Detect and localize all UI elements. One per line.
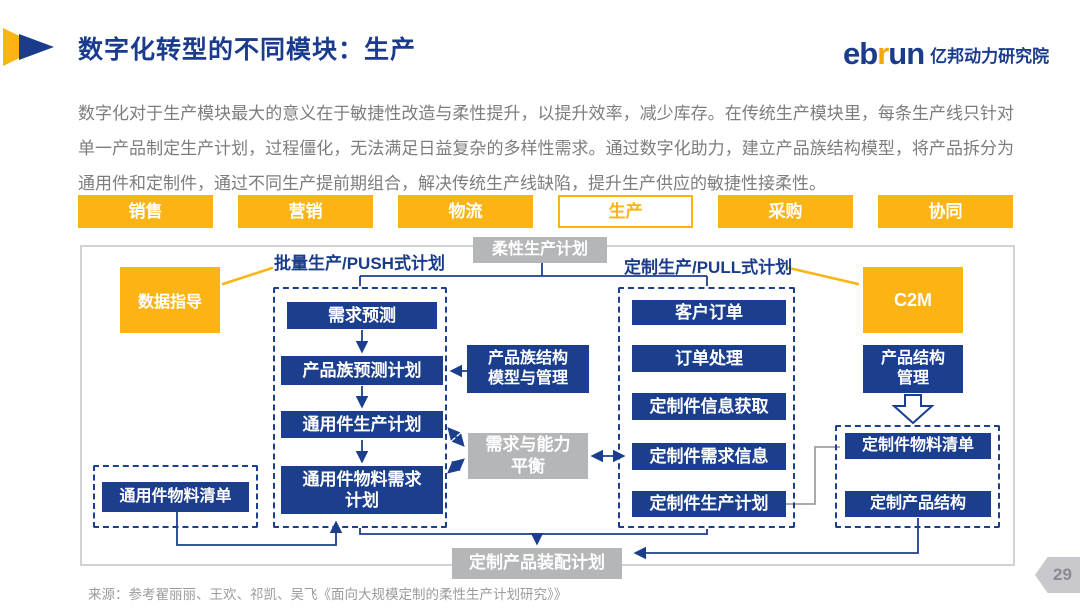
- tab-logistics[interactable]: 物流: [398, 195, 533, 228]
- tab-collaboration[interactable]: 协同: [878, 195, 1013, 228]
- pull-column-panel: [618, 287, 795, 528]
- custom-bom-panel: [835, 425, 1000, 528]
- data-guide-box: 数据指导: [120, 267, 220, 333]
- tab-procurement[interactable]: 采购: [718, 195, 853, 228]
- box-common-parts-material-plan: 通用件物料需求 计划: [281, 466, 443, 514]
- title-arrow-icon: [3, 28, 54, 66]
- tab-marketing[interactable]: 营销: [238, 195, 373, 228]
- pull-plan-header: 定制生产/PULL式计划: [624, 258, 793, 277]
- box-custom-product-assembly-plan: 定制产品装配计划: [452, 548, 622, 579]
- page-title: 数字化转型的不同模块：生产: [78, 36, 417, 64]
- box-custom-parts-demand-info: 定制件需求信息: [632, 443, 786, 470]
- push-column-panel: [273, 287, 447, 528]
- box-custom-product-structure: 定制产品结构: [845, 491, 991, 517]
- push-plan-header: 批量生产/PUSH式计划: [274, 254, 445, 273]
- flexible-production-plan-box: 柔性生产计划: [473, 237, 607, 263]
- box-customer-order: 客户订单: [632, 300, 786, 325]
- box-custom-parts-bom: 定制件物料清单: [845, 433, 991, 459]
- box-demand-forecast: 需求预测: [287, 302, 437, 329]
- c2m-box: C2M: [863, 267, 963, 333]
- tab-sales[interactable]: 销售: [78, 195, 213, 228]
- logo-cn-name: 亿邦动力研究院: [930, 46, 1050, 66]
- source-note: 来源：参考翟丽丽、王欢、祁凯、吴飞《面向大规模定制的柔性生产计划研究》》: [88, 587, 568, 602]
- ebrun-logo: ebrun 亿邦动力研究院: [843, 36, 1049, 72]
- box-product-family-forecast-plan: 产品族预测计划: [281, 356, 443, 385]
- page-number-tag: 29: [1035, 557, 1080, 593]
- box-demand-capacity-balance: 需求与能力 平衡: [468, 433, 588, 479]
- intro-paragraph: 数字化对于生产模块最大的意义在于敏捷性改造与柔性提升，以提升效率，减少库存。在传…: [78, 104, 1014, 193]
- logo-wordmark: ebrun: [843, 36, 925, 71]
- box-custom-parts-production-plan: 定制件生产计划: [632, 491, 786, 517]
- common-bom-panel: [93, 465, 258, 528]
- box-product-structure-mgmt: 产品结构 管理: [863, 345, 963, 393]
- box-common-parts-production-plan: 通用件生产计划: [281, 411, 443, 438]
- box-custom-parts-info-acquisition: 定制件信息获取: [632, 393, 786, 420]
- box-order-processing: 订单处理: [632, 345, 786, 372]
- box-common-parts-bom: 通用件物料清单: [102, 482, 249, 512]
- tab-production[interactable]: 生产: [558, 195, 693, 228]
- box-product-family-model: 产品族结构 模型与管理: [467, 345, 589, 393]
